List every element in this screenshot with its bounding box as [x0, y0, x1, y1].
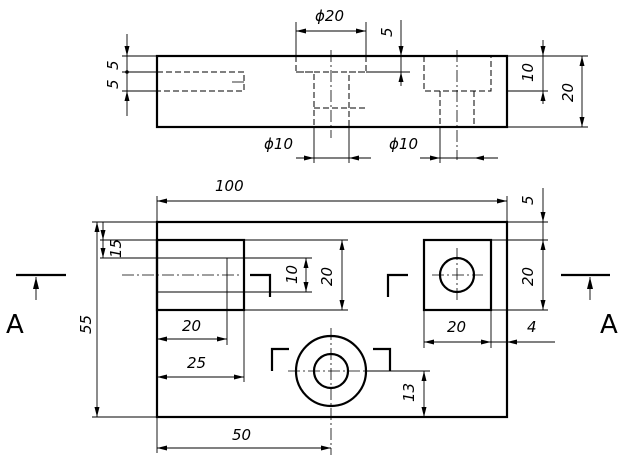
- dim-bore-large: ϕ20: [315, 7, 344, 25]
- dim-slot-left-b: 5: [104, 79, 122, 89]
- arrowhead: [540, 212, 546, 222]
- arrowhead: [94, 407, 100, 417]
- dim-bore-small-1: ϕ10: [264, 135, 293, 153]
- dim-height: 20: [559, 83, 577, 102]
- dim-overall-width: 55: [77, 315, 95, 334]
- dim-pocket-depth: 10: [519, 63, 537, 82]
- arrowhead: [339, 240, 345, 250]
- dim-bore-depth: 5: [378, 27, 396, 37]
- arrowhead: [481, 339, 491, 345]
- front-view: 100 5 15 55 10 20 20 20: [77, 177, 555, 455]
- arrowhead: [421, 371, 427, 381]
- section-mark: [386, 273, 408, 297]
- dim-square-size-h: 20: [447, 318, 466, 336]
- arrowhead: [157, 198, 167, 204]
- section-mark: [373, 347, 392, 371]
- arrowhead: [124, 46, 130, 56]
- arrowhead: [157, 336, 167, 342]
- section-indicator-right: A: [561, 273, 618, 340]
- arrowhead: [398, 72, 404, 82]
- top-view-counterbore-hidden: [295, 56, 315, 127]
- arrowhead: [100, 230, 106, 240]
- dim-slot-left-a: 5: [104, 60, 122, 70]
- arrowhead: [587, 277, 593, 289]
- arrowhead: [430, 155, 440, 161]
- front-view-square: [422, 238, 493, 312]
- arrowhead: [579, 117, 585, 127]
- section-label-right: A: [600, 310, 618, 340]
- dim-slot-width: 20: [182, 317, 201, 335]
- arrowhead: [157, 445, 167, 451]
- dim-hole-position: 50: [232, 426, 251, 444]
- dim-dot: [125, 70, 129, 74]
- arrowhead: [339, 300, 345, 310]
- section-mark: [270, 347, 289, 371]
- arrowhead: [296, 28, 306, 34]
- arrowhead: [421, 407, 427, 417]
- top-view-left-slot-hidden: [157, 71, 245, 92]
- arrowhead: [303, 258, 309, 268]
- dim-slot-height: 15: [107, 239, 125, 258]
- arrowhead: [540, 91, 546, 101]
- arrowhead: [100, 248, 106, 258]
- top-view-counterbore-hidden-right: [348, 56, 367, 127]
- arrowhead: [321, 445, 331, 451]
- arrowhead: [94, 222, 100, 232]
- arrowhead: [540, 46, 546, 56]
- dim-slot-inner: 10: [283, 265, 301, 284]
- section-indicator-left: A: [6, 273, 66, 340]
- dim-slot-outer: 20: [318, 267, 336, 286]
- dim-square-offset: 4: [527, 318, 537, 336]
- section-label-left: A: [6, 310, 24, 340]
- top-view: ϕ20 5 5 5 10 20 ϕ10 ϕ10: [104, 7, 588, 163]
- dim-slot-depth: 25: [187, 354, 206, 372]
- section-mark: [250, 273, 272, 297]
- arrowhead: [234, 374, 244, 380]
- arrowhead: [349, 155, 359, 161]
- arrowhead: [540, 300, 546, 310]
- dim-square-size-v: 20: [519, 267, 537, 286]
- arrowhead: [507, 339, 517, 345]
- arrowhead: [124, 91, 130, 101]
- arrowhead: [474, 155, 484, 161]
- arrowhead: [303, 282, 309, 292]
- arrowhead: [157, 374, 167, 380]
- arrowhead: [217, 336, 227, 342]
- arrowhead: [424, 339, 434, 345]
- dim-top-offset: 5: [519, 195, 537, 205]
- top-view-pocket-hidden: [423, 56, 492, 92]
- arrowhead: [497, 198, 507, 204]
- dim-overall-length: 100: [215, 177, 244, 195]
- arrowhead: [304, 155, 314, 161]
- arrowhead: [579, 56, 585, 66]
- arrowhead: [356, 28, 366, 34]
- arrowhead: [33, 277, 39, 289]
- dim-bore-small-2: ϕ10: [389, 135, 418, 153]
- arrowhead: [398, 46, 404, 56]
- dim-hole-offset: 13: [400, 383, 418, 402]
